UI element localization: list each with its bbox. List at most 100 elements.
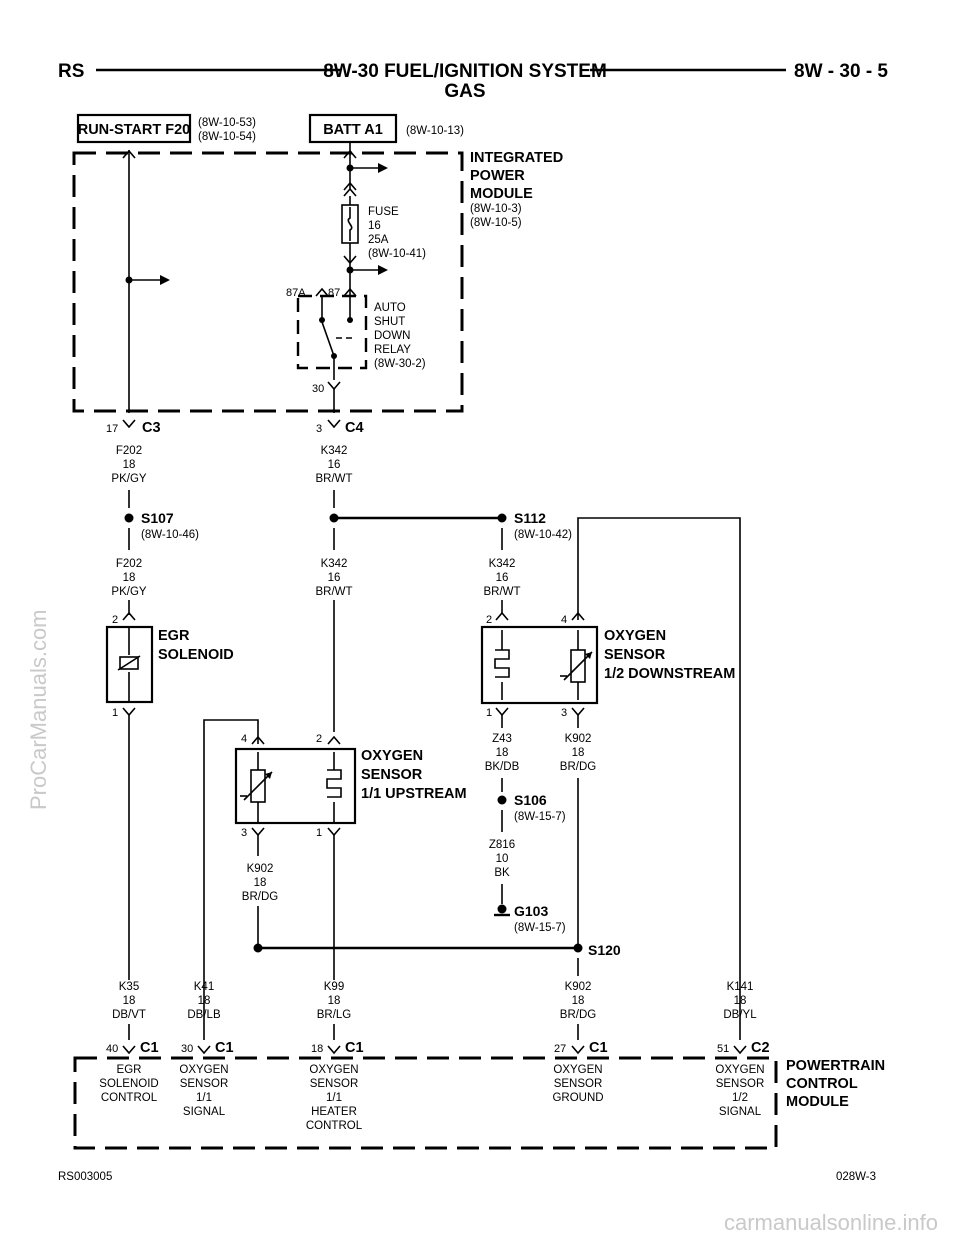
wire-f202-b-1: F202 [116,558,142,570]
wire-z816-2: 10 [496,853,509,865]
fuse-top-chevron [343,181,357,191]
wire-k35-2: 18 [123,995,136,1007]
footer-right: 028W-3 [836,1171,876,1183]
wire-k41-1: K41 [194,981,214,993]
pin-30-chevron [327,381,341,391]
wire-f202-a-3: PK/GY [111,473,146,485]
s107-ref: (8W-10-46) [141,529,199,541]
run-start-label: RUN-START F20 [78,122,191,138]
relay-pin-87: 87 [328,287,340,299]
pcm-pin27-chevron [571,1045,585,1055]
o211-variable-arrow [243,771,273,801]
pcm-pin30-chevron [197,1045,211,1055]
s112-dot [497,513,507,523]
pcm-pin-40: 40 [106,1043,118,1055]
o211-arrow-head [265,772,272,779]
wire-k99-2: 18 [328,995,341,1007]
pcm-fn-o212sig-1: OXYGEN [715,1064,764,1076]
wire-k41-2: 18 [198,995,211,1007]
pcm-pin-51: 51 [717,1043,729,1055]
o212-pin4-chevron [571,611,585,621]
pcm-fn-gnd-3: GROUND [552,1092,603,1104]
wire-k902-c-1: K902 [565,981,592,993]
wire-z816-1: Z816 [489,839,515,851]
relay-line-4: RELAY [374,344,411,356]
wire-k342-c-2: 16 [496,572,509,584]
pcm-pin40-chevron [122,1045,136,1055]
c3-pin: 17 [106,423,118,435]
relay-line-5: (8W-30-2) [374,358,426,370]
c3-chevron [122,419,136,429]
o212-name-1: OXYGEN [604,628,666,644]
pcm-conn-o212-sig: C2 [751,1040,770,1056]
o211-name-2: SENSOR [361,767,423,783]
pcm-fn-o212sig-3: 1/2 [732,1092,748,1104]
pcm-fn-egr-2: SOLENOID [99,1078,158,1090]
fuse-element [347,207,353,241]
g103-ground-symbol [497,904,507,914]
pcm-fn-o211sig-1: OXYGEN [179,1064,228,1076]
wire-k902-b-3: BR/DG [242,891,278,903]
relay-pin-87a: 87A [286,287,306,299]
s106-ref: (8W-15-7) [514,811,566,823]
o212-sensor-element [570,649,586,683]
ipm-name-2: POWER [470,168,525,184]
egr-coil [119,656,139,670]
relay-contact-87 [347,317,353,323]
s107-dot [124,513,134,523]
k141-wire [577,517,741,1040]
s112-ref: (8W-10-42) [514,529,572,541]
pcm-fn-o212sig-2: SENSOR [716,1078,765,1090]
wire-z816-3: BK [494,867,510,879]
o211-name-3: 1/1 UPSTREAM [361,786,467,802]
egr-pin1-chevron [122,707,136,717]
wire-k902-a-3: BR/DG [560,761,596,773]
wire-k342-c-3: BR/WT [483,586,520,598]
o212-name-2: SENSOR [604,647,666,663]
wire-k99-1: K99 [324,981,344,993]
relay-line-3: DOWN [374,330,410,342]
pcm-fn-egr-3: CONTROL [101,1092,158,1104]
wire-k342-c-1: K342 [489,558,516,570]
s106-name: S106 [514,792,547,808]
relay-pin-30: 30 [312,383,324,395]
c4-name: C4 [345,420,364,436]
wire-k342-a-3: BR/WT [315,473,352,485]
wire-k342-b-1: K342 [321,558,348,570]
pcm-conn-o211-htr: C1 [345,1040,364,1056]
o212-pin-2: 2 [486,614,492,626]
relay-switch-arm [321,321,335,357]
relay-line-1: AUTO [374,302,406,314]
wire-k141-2: 18 [734,995,747,1007]
o211-sensor-element [250,769,266,803]
o212-arrow-head [585,652,592,659]
pcm-pin18-chevron [327,1045,341,1055]
k41-wire [203,719,259,1040]
s106-dot [497,795,507,805]
ipm-ref-2: (8W-10-5) [470,217,522,229]
fuse-line-2: 16 [368,220,381,232]
wire-k342-a-2: 16 [328,459,341,471]
o212-pin-1: 1 [486,707,492,719]
egr-pin-top: 2 [112,614,118,626]
wire-k902-b-1: K902 [247,863,274,875]
o211-pin-1: 1 [316,827,322,839]
fuse-bot-chevron [343,255,357,265]
o212-pin3-chevron [571,707,585,717]
branch-arrow-fuse [378,265,388,275]
wire-k902-c-2: 18 [572,995,585,1007]
fuse-line-4: (8W-10-41) [368,248,426,260]
ipm-boundary [72,151,464,413]
o211-pin1-chevron [327,827,341,837]
footer-left: RS003005 [58,1171,112,1183]
fuse-line-3: 25A [368,234,389,246]
pcm-pin51-chevron [733,1045,747,1055]
ipm-entry-chevron-right [343,149,357,159]
o212-variable-arrow [563,651,593,681]
pcm-fn-gnd-1: OXYGEN [553,1064,602,1076]
pcm-fn-o211htr-1: OXYGEN [309,1064,358,1076]
o212-name-3: 1/2 DOWNSTREAM [604,666,735,682]
relay-line-2: SHUT [374,316,405,328]
wire-k41-3: DB/LB [187,1009,221,1021]
